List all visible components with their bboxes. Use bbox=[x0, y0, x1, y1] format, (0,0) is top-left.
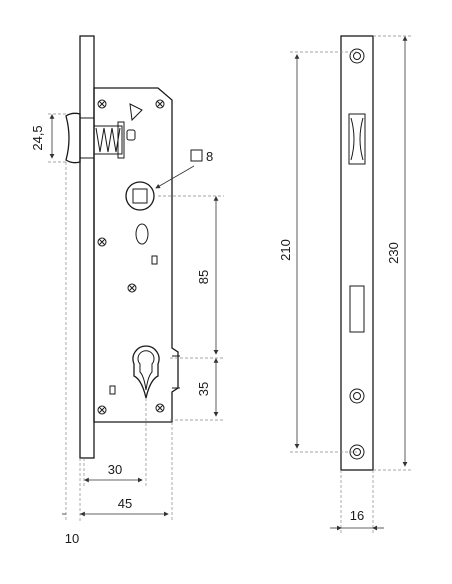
label-24-5: 24,5 bbox=[30, 125, 45, 150]
dimension-85: 85 bbox=[158, 195, 224, 359]
screw-mid-center bbox=[127, 283, 137, 293]
small-slot bbox=[126, 129, 136, 141]
label-85: 85 bbox=[196, 270, 211, 284]
dimension-210: 210 bbox=[278, 51, 357, 453]
faceplate-latch-opening bbox=[348, 113, 366, 165]
euro-cylinder-cutout bbox=[132, 345, 160, 399]
faceplate-front-view bbox=[340, 35, 374, 471]
small-rect-lower bbox=[109, 385, 116, 395]
latch-spring bbox=[93, 121, 125, 159]
screw-bottom-left bbox=[97, 405, 107, 415]
latch-bolt bbox=[65, 112, 94, 164]
small-rect-slot bbox=[151, 255, 158, 265]
dimension-10: 10 bbox=[62, 162, 84, 546]
label-35: 35 bbox=[196, 382, 211, 396]
dimension-230: 230 bbox=[373, 35, 412, 471]
top-triangle-hole bbox=[129, 103, 143, 122]
screw-top-right bbox=[155, 99, 165, 109]
callout-square-8: 8 bbox=[155, 149, 213, 189]
label-square-8: 8 bbox=[206, 149, 213, 164]
faceplate-rect-opening bbox=[349, 285, 365, 333]
dimension-24-5: 24,5 bbox=[30, 113, 66, 163]
dimension-16: 16 bbox=[330, 470, 384, 534]
label-10: 10 bbox=[65, 531, 79, 546]
label-16: 16 bbox=[350, 508, 364, 523]
label-30: 30 bbox=[108, 462, 122, 477]
screw-top-left bbox=[97, 99, 107, 109]
lock-case-outline bbox=[93, 87, 179, 423]
dimension-45: 45 bbox=[79, 422, 173, 522]
screw-bottom-right bbox=[155, 403, 165, 413]
label-230: 230 bbox=[386, 242, 401, 264]
lock-body-side-view bbox=[65, 35, 180, 459]
dimension-30: 30 bbox=[83, 398, 147, 488]
label-210: 210 bbox=[278, 239, 293, 261]
follower-hub bbox=[125, 181, 155, 211]
square-outline-icon bbox=[190, 149, 203, 162]
dimension-35: 35 bbox=[170, 358, 224, 421]
screw-mid-left bbox=[97, 237, 107, 247]
oval-slot bbox=[135, 223, 149, 245]
faceplate-screw-hole-mid bbox=[349, 388, 365, 404]
label-45: 45 bbox=[118, 496, 132, 511]
faceplate-strip bbox=[79, 35, 95, 459]
faceplate-outline bbox=[340, 35, 374, 471]
faceplate-screw-hole-top bbox=[349, 48, 365, 64]
